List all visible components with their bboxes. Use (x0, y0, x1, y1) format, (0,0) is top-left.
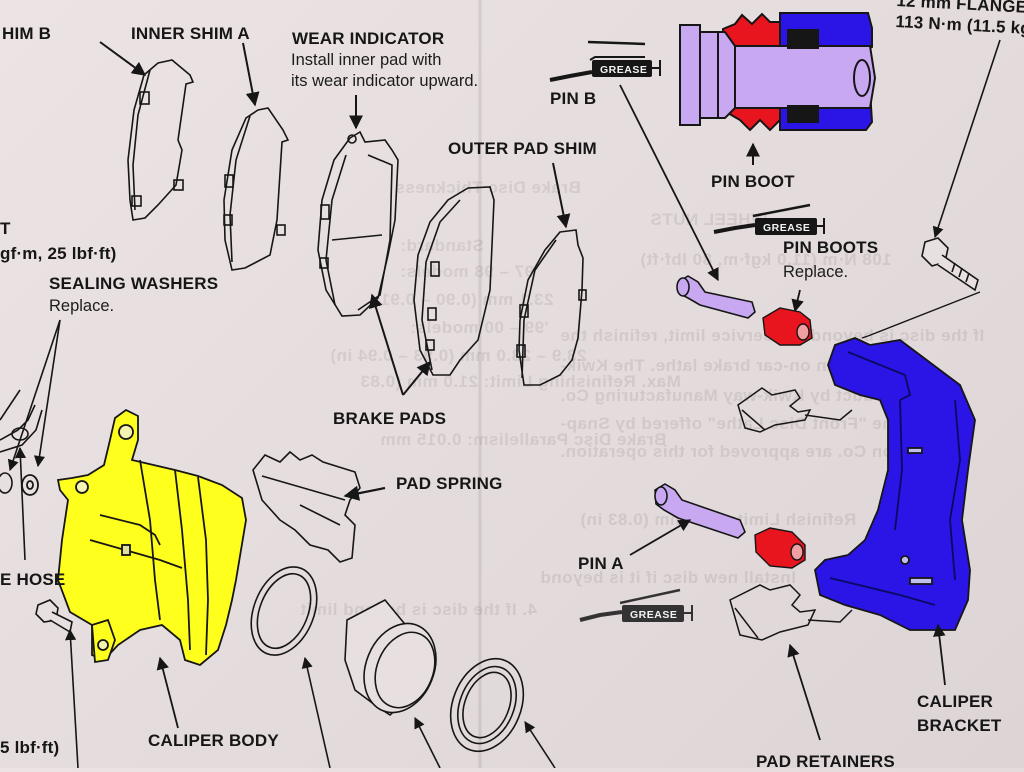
grease-tag: GREASE (763, 222, 810, 234)
grease-tag: GREASE (630, 609, 677, 621)
brake-hose-part (0, 404, 43, 494)
grease-tube-pin-b: GREASE (549, 40, 661, 82)
page-fold-divider (478, 0, 482, 768)
shim-b-part (127, 59, 195, 221)
label-torque-t: T (0, 219, 11, 238)
outer-brake-pad-part (413, 186, 495, 376)
pin-boot-lower-part (754, 527, 806, 569)
label-brake-hose: E HOSE (0, 570, 66, 589)
label-caliper-bracket-line-1: CALIPER (917, 692, 994, 711)
label-torque-spec: gf·m, 25 lbf·ft) (0, 244, 117, 263)
dust-boot-part (449, 657, 525, 753)
label-caliper-bracket-line-2: BRACKET (917, 716, 1002, 735)
label-torque-bottom: 5 lbf·ft) (0, 738, 60, 757)
wear-indicator-note-line-2: its wear indicator upward. (291, 72, 479, 90)
pin-a-part (654, 483, 746, 539)
label-pin-b: PIN B (550, 89, 597, 108)
caliper-body-part (56, 408, 247, 667)
label-shim-b: HIM B (2, 24, 52, 43)
banjo-bolt-part (35, 599, 73, 634)
inner-brake-pad-part (317, 130, 399, 317)
pad-retainer-upper-part (737, 387, 853, 433)
label-outer-pad-shim: OUTER PAD SHIM (448, 139, 597, 158)
piston-seal-part (250, 566, 318, 656)
pin-boot-upper-part (762, 307, 813, 346)
piston-part (344, 598, 437, 717)
wear-indicator-note-line-1: Install inner pad with (291, 51, 442, 69)
pin-cross-section (679, 12, 877, 132)
outer-pad-shim-part (516, 229, 587, 386)
label-pin-boots: PIN BOOTS (783, 238, 879, 257)
caliper-bracket-part (814, 337, 976, 631)
grease-tube-pin-boots: GREASE (713, 203, 825, 235)
label-pin-boot: PIN BOOT (711, 172, 795, 191)
label-pad-retainers: PAD RETAINERS (756, 752, 895, 771)
pad-spring-part (252, 450, 361, 563)
grease-tube-pin-a: GREASE (579, 588, 693, 622)
pin-boots-note: Replace. (783, 263, 849, 281)
sealing-washers-note: Replace. (49, 297, 115, 315)
sealing-washer-part (21, 474, 39, 496)
label-caliper-body: CALIPER BODY (148, 731, 279, 750)
pin-b-part (676, 275, 756, 319)
label-pin-a: PIN A (578, 554, 624, 573)
pad-retainer-lower-part (729, 584, 853, 641)
grease-tag: GREASE (600, 64, 647, 76)
label-wear-indicator: WEAR INDICATOR (292, 29, 445, 48)
label-pad-spring: PAD SPRING (396, 474, 503, 493)
label-brake-pads: BRAKE PADS (333, 409, 447, 428)
flange-bolt-part (921, 237, 979, 292)
inner-shim-a-part (223, 107, 290, 271)
label-sealing-washers: SEALING WASHERS (49, 274, 219, 293)
label-inner-shim-a: INNER SHIM A (131, 24, 250, 43)
